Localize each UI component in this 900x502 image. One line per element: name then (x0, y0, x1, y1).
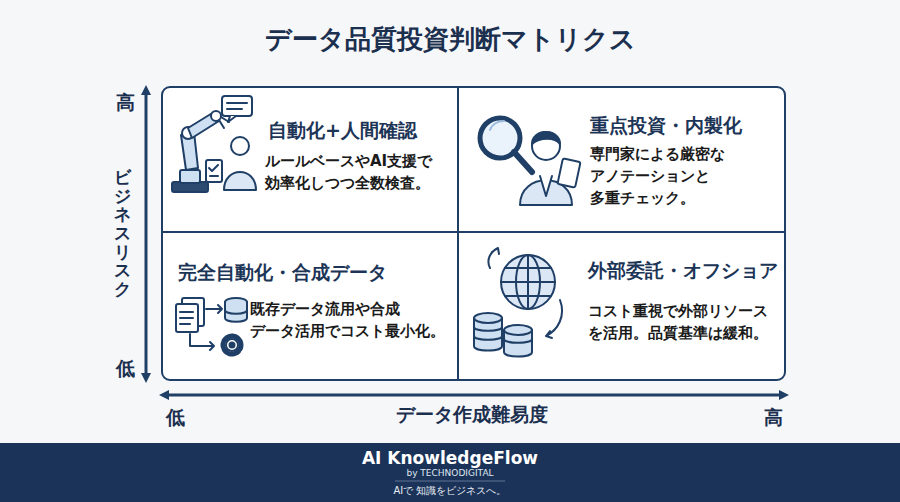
outsourcing-icon (501, 255, 555, 309)
expert-icon (540, 176, 552, 196)
quadrant-body: 専門家による厳密な アノテーションと 多重チェック。 (590, 143, 725, 209)
automation-icon (176, 298, 247, 354)
quadrant-heading: 自動化+人間確認 (268, 118, 417, 144)
matrix-grid (162, 87, 785, 380)
automation-icon (226, 339, 238, 351)
matrix-grid (162, 87, 785, 380)
automation-icon (180, 323, 190, 325)
automation-icon (206, 305, 222, 313)
axis-arrows (145, 90, 148, 378)
brand-byline: by TECHNODIGITAL (406, 468, 493, 478)
expert-icon (532, 132, 560, 144)
axis-low: 低 (166, 405, 185, 431)
axis-arrows (146, 90, 784, 395)
outsourcing-icon (474, 313, 532, 357)
expert-icon (557, 158, 580, 187)
expert-icon (480, 118, 581, 205)
matrix-grid (162, 231, 785, 233)
outsourcing-icon (474, 248, 562, 357)
robot-icon (222, 96, 252, 116)
robot-icon (206, 160, 222, 182)
robot-icon (231, 137, 249, 155)
outsourcing-icon (504, 325, 532, 335)
expert-icon (514, 152, 532, 172)
outsourcing-icon (504, 339, 532, 343)
robot-icon (172, 96, 256, 192)
matrix-grid (457, 87, 459, 380)
automation-icon (180, 311, 193, 313)
outsourcing-icon (474, 327, 502, 340)
axis-low: 低 (116, 356, 135, 382)
robot-icon (210, 175, 218, 177)
axis-title: ビジネスリスク (114, 168, 131, 299)
automation-icon (225, 310, 247, 314)
outsourcing-icon (546, 300, 562, 338)
robot-icon (224, 172, 256, 190)
axis-high: 高 (116, 90, 135, 116)
robot-icon (209, 165, 218, 171)
robot-icon (180, 170, 200, 183)
diagram-title: データ品質投資判断マトリクス (265, 22, 636, 57)
quadrant-box: 重点投資・内製化専門家による厳密な アノテーションと 多重チェック。 (458, 87, 785, 232)
robot-icon (227, 102, 247, 104)
quadrant-box: 完全自動化・合成データ既存データ流用や合成 データ活用でコスト最小化。 (162, 232, 458, 380)
axis-high: 高 (764, 405, 783, 431)
axis-arrows (164, 394, 784, 397)
automation-icon (223, 336, 241, 354)
outsourcing-icon (527, 255, 529, 309)
quadrant-heading: 完全自動化・合成データ (178, 260, 387, 286)
expert-icon (490, 121, 504, 130)
automation-icon (180, 317, 193, 319)
quadrant-body: コスト重視で外部リソース を活用。品質基準は緩和。 (588, 300, 768, 344)
automation-icon (230, 343, 235, 348)
brand-name: AI KnowledgeFlow (362, 448, 538, 468)
robot-icon (228, 116, 236, 122)
outsourcing-icon (474, 313, 502, 323)
quadrant-body: ルールベースやAI支援で 効率化しつつ全数検査。 (265, 150, 432, 194)
quadrant-heading: 外部委託・オフショア (588, 258, 778, 284)
automation-icon (225, 302, 247, 322)
automation-icon (190, 334, 214, 350)
expert-icon (532, 132, 560, 160)
outsourcing-icon (488, 248, 499, 268)
quadrant-box: 自動化+人間確認ルールベースやAI支援で 効率化しつつ全数検査。 (162, 87, 458, 232)
robot-icon (227, 108, 242, 110)
quadrant-body: 既存データ流用や合成 データ活用でコスト最小化。 (250, 298, 445, 342)
automation-icon (176, 304, 198, 332)
footer-band (0, 443, 900, 502)
footer-rule (395, 481, 505, 482)
brand-slogan: AIで 知識をビジネスへ。 (394, 484, 507, 498)
axis-title: データ作成難易度 (396, 402, 548, 428)
quadrant-heading: 重点投資・内製化 (590, 113, 742, 139)
quadrant-box: 外部委託・オフショアコスト重視で外部リソース を活用。品質基準は緩和。 (458, 232, 785, 380)
